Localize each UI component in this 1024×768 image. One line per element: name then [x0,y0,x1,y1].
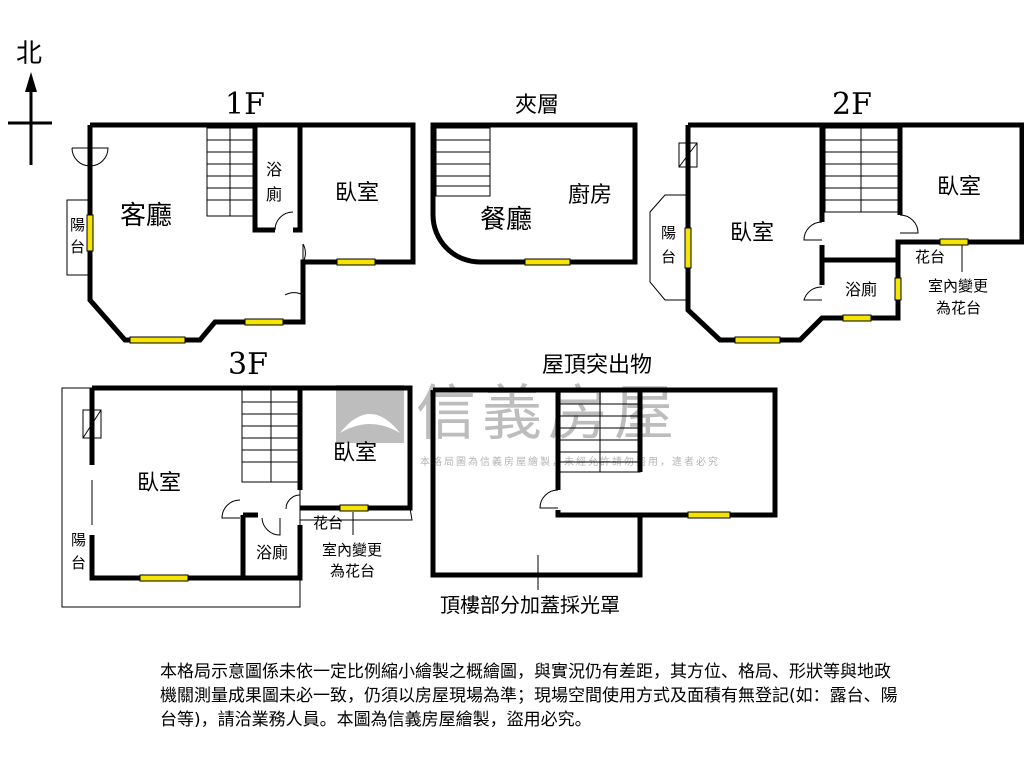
balcony-3f [61,387,301,608]
window [842,314,872,322]
north-label: 北 [16,39,42,69]
planter-note: 為花台 [936,299,981,317]
room-kitchen: 廚房 [568,183,612,208]
window [244,318,284,326]
planter-note: 為花台 [330,562,375,580]
lamp-icon [71,147,109,167]
room-bath: 浴廁 [845,280,877,299]
fixture-icon [82,409,102,439]
window [524,258,571,266]
window [894,277,902,301]
room-living: 客廳 [120,201,172,231]
window [336,258,376,266]
floor-title-3f: 3F [228,347,268,382]
door-icon [803,286,823,301]
door-icon [261,517,281,536]
door-icon [302,243,306,263]
disclaimer: 本格局示意圖係未依一定比例縮小繪製之概繪圖，與實況仍有差距，其方位、格局、形狀等… [160,662,898,730]
planter-label: 花台 [915,248,945,266]
room-bedroom: 臥室 [937,175,981,200]
door-icon [285,494,301,510]
window [939,238,969,246]
svg-text:陽: 陽 [71,531,86,549]
room-bedroom: 臥室 [335,181,379,206]
floor-3f: 3F 臥室 臥室 浴廁 陽 台 花台 室內變更 為花台 [61,347,413,608]
window [687,511,731,519]
window [339,504,369,512]
door-icon [274,211,294,231]
balcony-label-2: 台 [70,238,85,256]
window [129,336,186,344]
stairs-icon [206,127,254,217]
floor-2f: 2F 臥室 臥室 浴廁 陽 台 花台 室內變更 為花台 [649,87,1024,344]
stairs-icon [241,389,301,483]
door-icon [221,499,241,519]
floor-1f: 1F 客廳 浴 廁 臥室 陽 台 [66,87,416,344]
stairs-icon [824,127,899,213]
window [734,336,781,344]
balcony-label-1: 陽 [70,216,85,234]
floor-title-mezz: 夾層 [515,93,559,118]
door-icon [899,214,919,234]
room-bath: 浴廁 [256,543,288,562]
floor-title-2f: 2F [832,87,872,122]
roof-note: 頂樓部分加蓋採光罩 [440,593,620,617]
brand-logo-icon [336,385,404,443]
floor-plan: 北 1F 客廳 浴 廁 臥室 陽 台 夾層 [8,39,1024,617]
window [86,214,94,252]
floor-roof: 屋頂突出物 頂樓部分加蓋採光罩 [430,353,778,617]
stairs-icon [435,127,491,197]
svg-text:陽: 陽 [661,224,676,242]
svg-text:台: 台 [71,554,86,572]
floor-mezzanine: 夾層 餐廳 廚房 [430,93,638,266]
room-bath-2: 廁 [266,185,282,204]
floor-title-1f: 1F [225,87,265,122]
planter-note: 室內變更 [322,541,382,559]
svg-text:台: 台 [661,248,676,266]
room-bedroom: 臥室 [730,221,774,246]
room-dining: 餐廳 [480,205,532,235]
fixture-icon [678,142,698,168]
stairs-icon [559,391,641,473]
floor-title-roof: 屋頂突出物 [542,353,652,378]
room-bedroom: 臥室 [333,441,377,466]
door-icon [803,221,823,241]
north-arrow-icon [8,72,52,165]
planter-label: 花台 [313,514,343,532]
window [684,227,692,269]
window [139,574,189,582]
planter-note: 室內變更 [928,277,988,295]
door-icon [539,489,559,509]
room-bath-1: 浴 [266,160,282,179]
room-bedroom: 臥室 [137,471,181,496]
door-icon [284,292,304,296]
